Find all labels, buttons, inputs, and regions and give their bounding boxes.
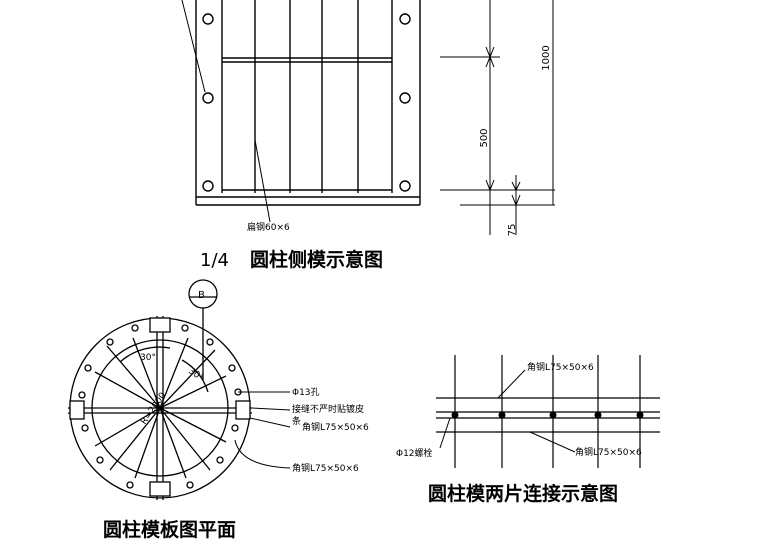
connection-top-steel-label: 角钢L75×50×6	[527, 361, 594, 373]
section-mark: B	[198, 290, 205, 301]
seam-note-line2: 条	[292, 415, 301, 427]
side-mold-elevation	[181, 0, 421, 223]
bolt-label: Φ12螺栓	[396, 447, 433, 459]
angle-label-1: 30°	[140, 353, 156, 363]
dim-500-label: 500	[479, 128, 490, 147]
inner-angle-steel-label: 角钢L75×50×6	[302, 421, 369, 433]
hole-label: Φ13孔	[292, 387, 320, 398]
plan-view-title: 圆柱模板图平面	[103, 518, 236, 541]
seam-note-line1: 接缝不严时贴镀皮	[292, 403, 364, 415]
connection-view-title: 圆柱模两片连接示意图	[428, 482, 618, 505]
dim-1000-label: 1000	[541, 45, 552, 70]
side-dimension-lines	[440, 0, 555, 235]
connection-bottom-steel-label: 角钢L75×50×6	[575, 446, 642, 458]
dim-75-label: 75	[507, 224, 518, 237]
connection-bolts	[451, 411, 644, 419]
angle-label-2: 30°	[186, 366, 205, 383]
side-view-title: 圆柱侧模示意图	[250, 248, 383, 271]
outer-angle-steel-label: 角钢L75×50×6	[292, 462, 359, 474]
column-plan-view	[68, 279, 291, 500]
flat-steel-label: 扁钢60×6	[247, 221, 290, 233]
side-title-prefix: 1/4	[200, 250, 229, 271]
